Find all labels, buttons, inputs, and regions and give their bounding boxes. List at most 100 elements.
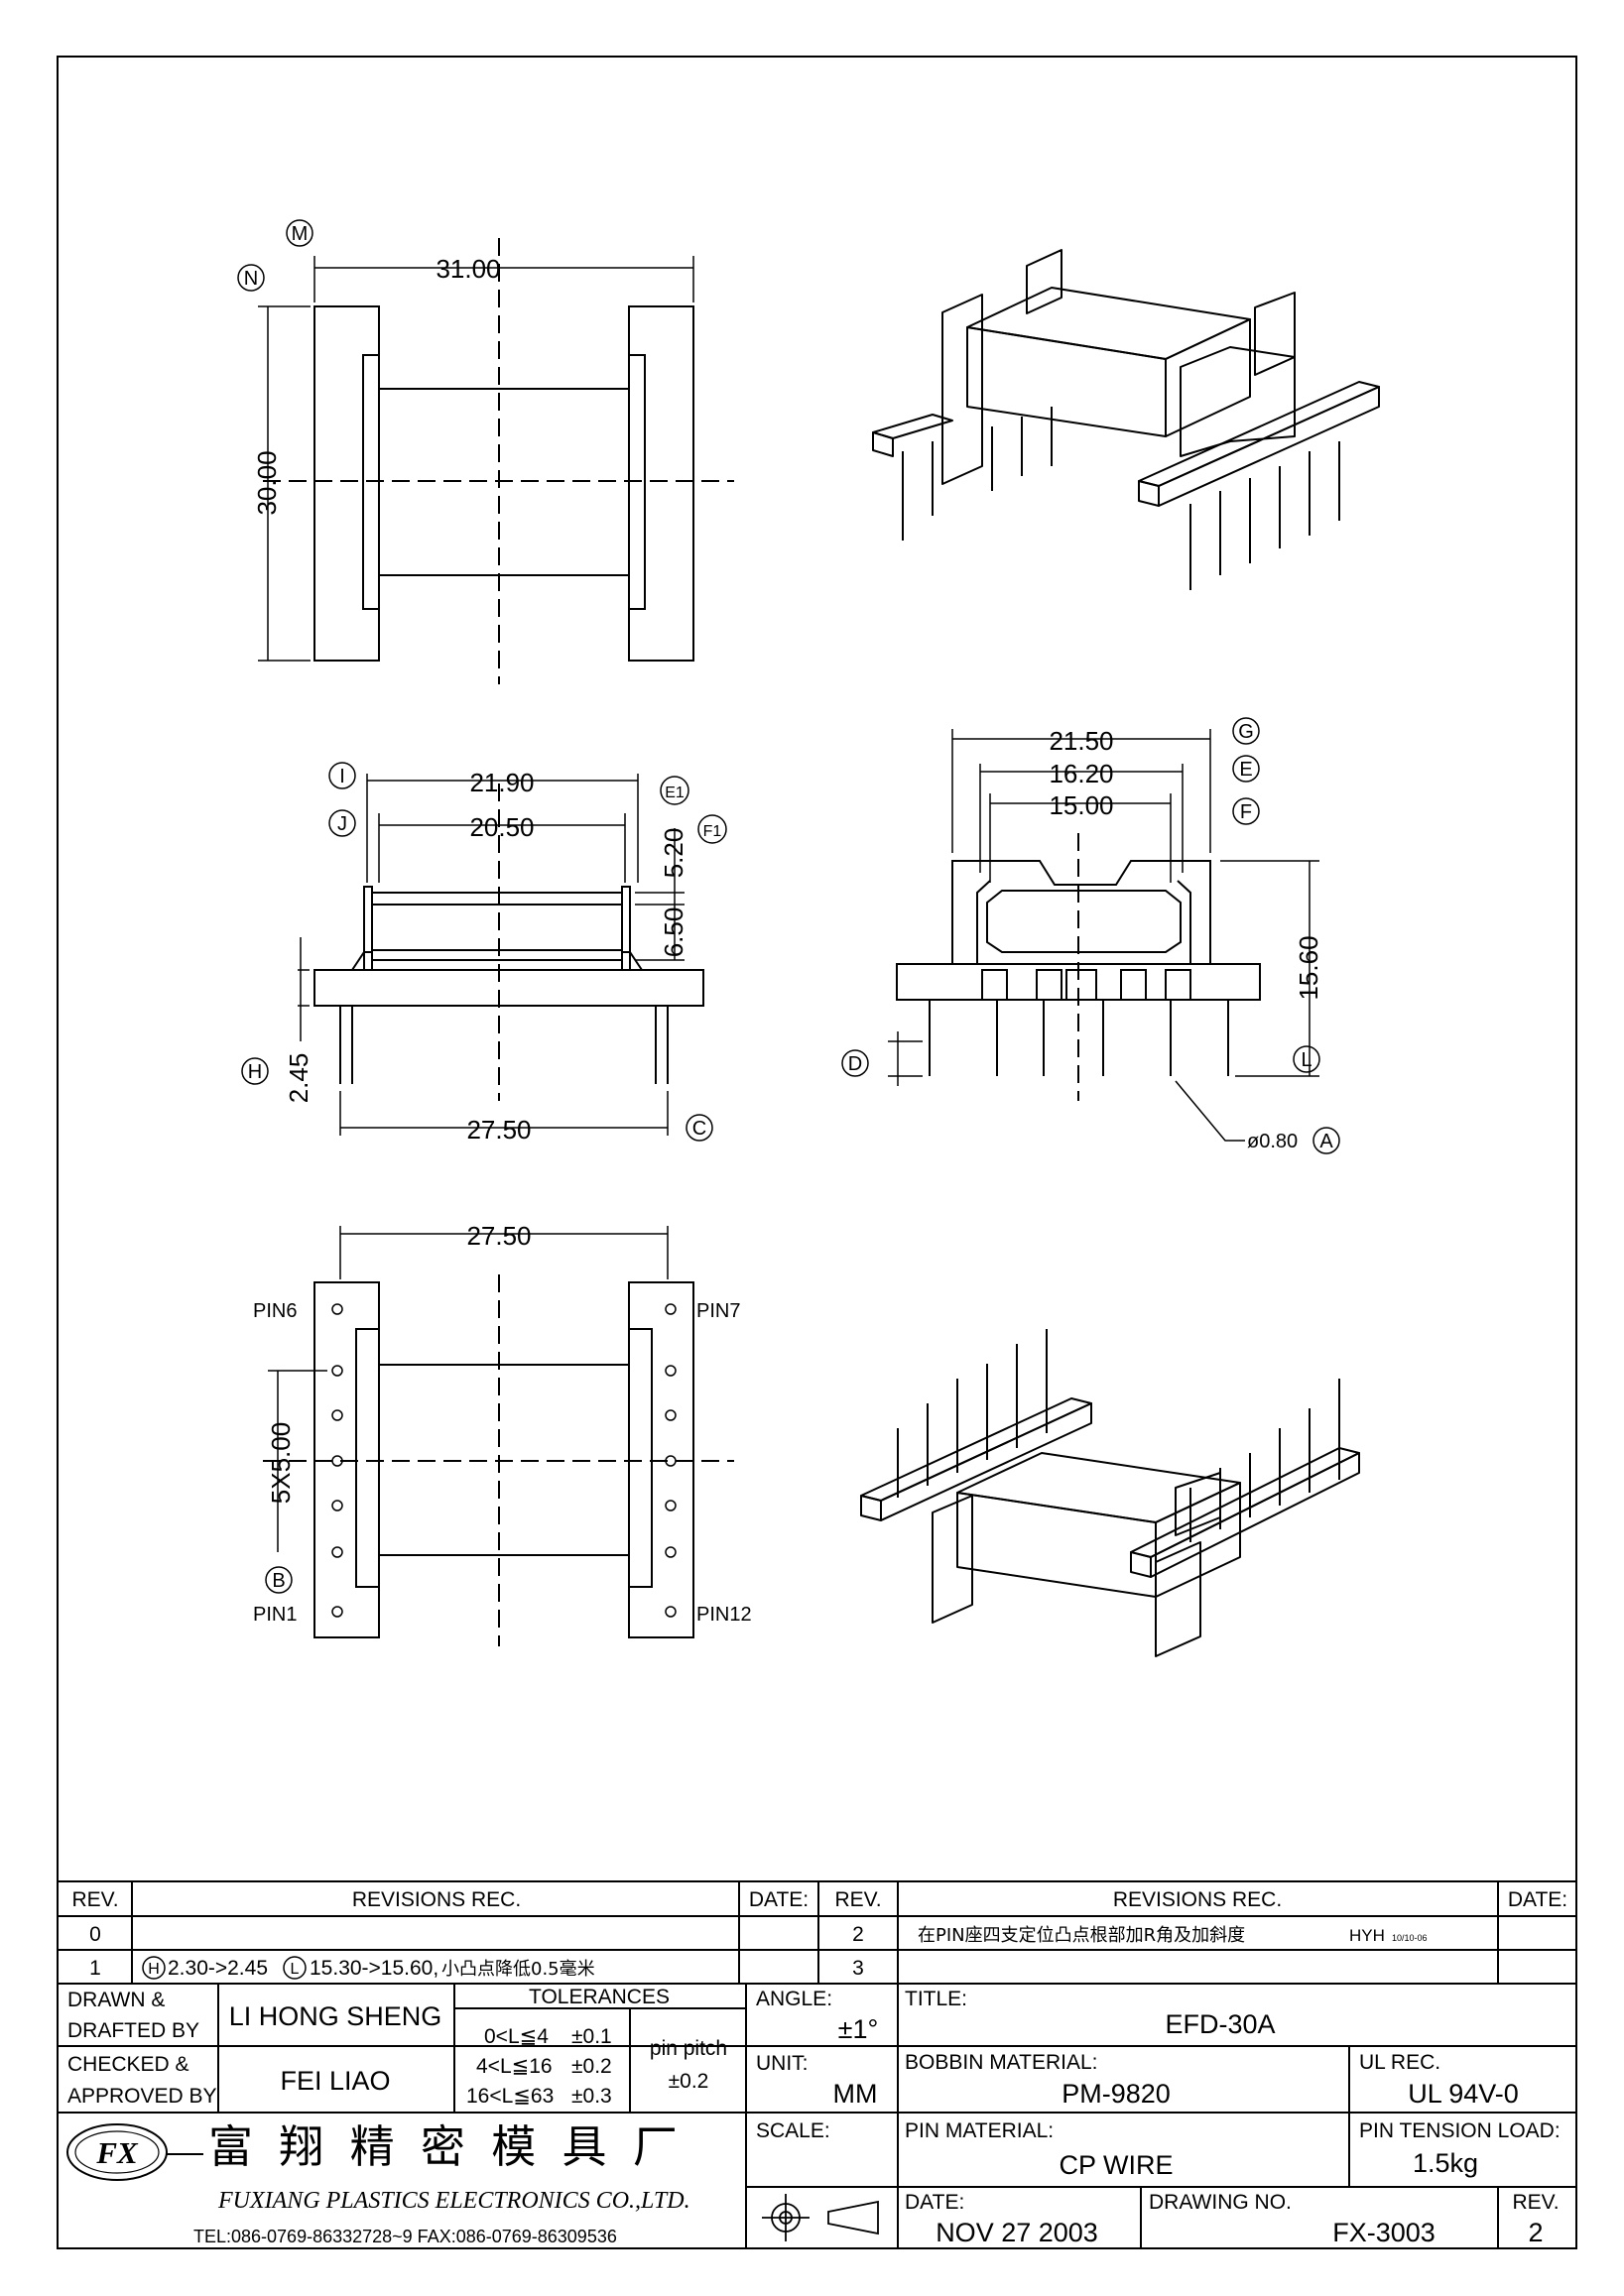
angle-label: ANGLE: [756,1988,832,2010]
revisions-rec-header-right: REVISIONS REC. [1113,1888,1282,1911]
svg-text:E: E [1239,759,1252,781]
svg-text:L: L [1301,1049,1312,1071]
pin1-label: PIN1 [253,1604,297,1626]
tol-row-3-value: ±0.3 [571,2085,612,2108]
side-dim-20-50: 20.50 [469,812,534,842]
svg-text:N: N [244,268,258,290]
bottom-dim-27-50: 27.50 [466,1221,531,1251]
rev-label: REV. [1512,2191,1559,2214]
tol-row-3-range: 16<L≦63 [466,2085,554,2108]
label-n-badge: N [237,264,265,292]
bottom-view [263,1226,734,1646]
rev-0-number: 0 [89,1923,101,1946]
drawn-label-line1: DRAWN & [67,1989,165,2011]
drawing-no-label: DRAWING NO. [1149,2191,1292,2214]
label-g-badge: G [1232,717,1260,745]
svg-text:M: M [292,223,309,245]
svg-text:I: I [339,766,345,787]
side-dim-6-50: 6.50 [659,907,688,958]
date-label: DATE: [905,2191,964,2214]
label-h-badge: H [241,1057,269,1085]
date-header-right: DATE: [1508,1888,1567,1911]
side-dim-27-50: 27.50 [466,1115,531,1145]
date-header-left: DATE: [749,1888,809,1911]
svg-text:J: J [337,813,347,835]
title-value: EFD-30A [1165,2009,1275,2039]
bottom-pin-holes [331,1303,677,1618]
ul-rec-value: UL 94V-0 [1408,2079,1519,2109]
label-c-badge: C [686,1114,713,1142]
svg-text:D: D [848,1053,862,1075]
label-a-badge: A [1312,1127,1340,1154]
date-value: NOV 27 2003 [936,2218,1098,2247]
svg-text:F: F [1240,801,1252,823]
drawing-no-value: FX-3003 [1332,2218,1436,2247]
label-e-badge: E [1232,755,1260,783]
company-name-cn: 富 翔 精 密 模 具 厂 [208,2120,684,2173]
front-dim-15-60: 15.60 [1294,935,1323,1000]
svg-text:G: G [1238,721,1254,743]
label-f-badge: F [1232,797,1260,825]
svg-text:A: A [1319,1131,1333,1152]
front-view [888,729,1319,1142]
ul-rec-label: UL REC. [1359,2051,1440,2074]
pin-tension-label: PIN TENSION LOAD: [1359,2119,1561,2142]
rev-1-number: 1 [89,1957,101,1980]
label-b-badge: B [265,1566,293,1594]
rev-3-number: 3 [852,1957,864,1980]
tol-row-1-value: ±0.1 [571,2025,612,2048]
pin-material-label: PIN MATERIAL: [905,2119,1054,2142]
tol-row-2-range: 4<L≦16 [476,2055,553,2078]
label-f1-badge: F1 [697,814,727,844]
front-dim-pin-diameter: ø0.80 [1247,1131,1298,1152]
pin-material-value: CP WIRE [1059,2150,1173,2180]
checked-label-line2: APPROVED BY [67,2085,217,2108]
pin-tension-value: 1.5kg [1413,2148,1478,2178]
pin7-label: PIN7 [696,1300,740,1322]
rev-1-text: 2.30->2.45 [168,1957,268,1980]
pin12-label: PIN12 [696,1604,752,1626]
rev-1-text-2: 15.30->15.60, [310,1957,438,1980]
rev-2-text: 在PIN座四支定位凸点根部加R角及加斜度 [918,1925,1245,1946]
svg-text:H: H [248,1061,262,1083]
title-block-grid [58,1880,1576,2248]
rev-header-left: REV. [71,1888,118,1911]
rev-1-note: 小凸点降低0.5毫米 [441,1959,595,1980]
rev-2-initials: HYH [1349,1926,1385,1945]
side-dim-21-90: 21.90 [469,768,534,797]
label-m-badge: M [286,219,313,247]
tolerances-label: TOLERANCES [529,1986,670,2008]
checked-by-name: FEI LIAO [280,2066,390,2096]
pin-pitch-tol: ±0.2 [669,2070,709,2093]
title-label: TITLE: [905,1988,967,2010]
pin6-label: PIN6 [253,1300,297,1322]
drawn-by-name: LI HONG SHENG [229,2001,442,2031]
rev-2-number: 2 [852,1923,864,1946]
isometric-view-top [872,249,1380,590]
svg-text:E1: E1 [665,785,685,801]
svg-text:F1: F1 [703,823,722,840]
unit-label: UNIT: [756,2052,809,2075]
company-name-en: FUXIANG PLASTICS ELECTRONICS CO.,LTD. [217,2188,690,2214]
label-j-badge: J [328,809,356,837]
unit-value: MM [833,2079,878,2109]
svg-text:B: B [272,1570,285,1592]
label-d-badge: D [841,1049,869,1077]
front-dim-16-20: 16.20 [1049,759,1113,788]
bottom-dim-5x5-00: 5X5.00 [266,1422,296,1504]
tol-row-1-range: 0<L≦4 [484,2025,549,2048]
isometric-view-bottom [860,1329,1360,1657]
sheet-border [57,56,1577,2249]
top-height-dim: 30.00 [252,450,282,515]
revisions-rec-header-left: REVISIONS REC. [352,1888,521,1911]
svg-text:H: H [148,1961,160,1978]
checked-label-line1: CHECKED & [67,2053,189,2076]
svg-text:C: C [692,1118,706,1140]
tol-row-2-value: ±0.2 [571,2055,612,2078]
angle-value: ±1° [838,2014,879,2044]
rev-2-small-date: 10/10-06 [1392,1933,1428,1943]
company-contact: TEL:086-0769-86332728~9 FAX:086-0769-863… [193,2227,617,2246]
svg-text:L: L [291,1961,300,1978]
top-width-dim: 31.00 [436,254,500,284]
